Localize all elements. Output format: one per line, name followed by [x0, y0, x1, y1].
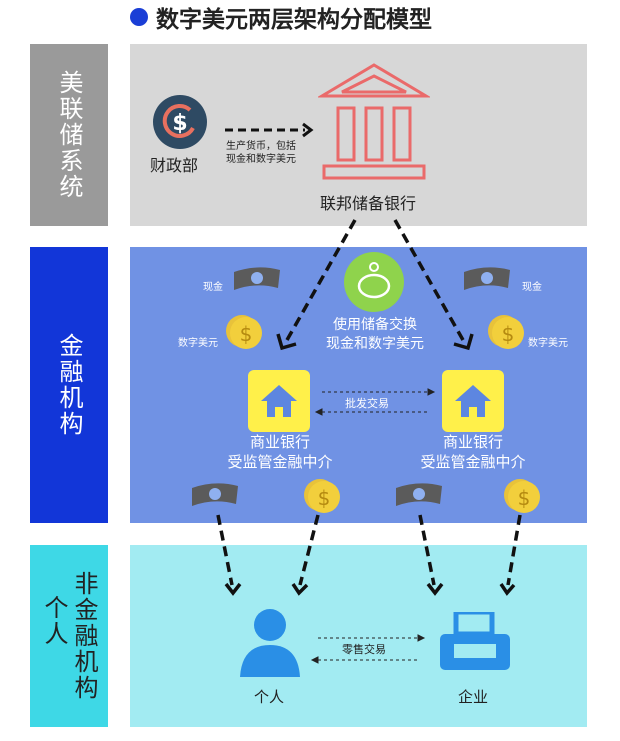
nonfinancial-panel [130, 545, 587, 727]
issue-line2: 现金和数字美元 [226, 154, 296, 165]
bank-line2: 受监管金融中介 [227, 453, 333, 471]
issue-text: 生产货币，包括现金和数字美元 [226, 140, 296, 166]
treasury-label: 财政部 [150, 156, 199, 175]
federal-reserve-bank-label: 联邦储备银行 [320, 194, 417, 213]
tier-nonfinancial-label: 个人 非金融机构 [30, 545, 108, 727]
svg-text:$: $ [318, 486, 331, 510]
business-fax-icon [440, 609, 512, 676]
digital-label-left: 数字美元 [178, 338, 218, 349]
cash-bill-icon [394, 480, 444, 512]
treasury-icon: $ [153, 95, 207, 153]
house-icon [455, 385, 491, 417]
commercial-bank-icon-right [442, 370, 504, 432]
cash-label-left: 现金 [203, 282, 223, 293]
cash-bill-icon [232, 264, 282, 296]
bank-line2: 受监管金融中介 [420, 453, 526, 471]
commercial-bank-icon-left [248, 370, 310, 432]
tier-individual-text: 个人 [40, 595, 68, 647]
commercial-bank-label-right: 商业银行受监管金融中介 [403, 432, 543, 472]
cash-bill-icon [190, 480, 240, 512]
page-title: 数字美元两层架构分配模型 [130, 0, 432, 34]
coin-icon: $ [486, 312, 526, 356]
issue-arrow [225, 122, 315, 142]
exchange-text: 使用储备交换现金和数字美元 [315, 316, 435, 354]
tier-fed-label: 美联储系统 [30, 44, 108, 226]
svg-text:$: $ [502, 322, 515, 346]
coin-icon: $ [302, 476, 342, 520]
tier-fed-text: 美联储系统 [55, 70, 83, 200]
tier-nonfinancial-text: 非金融机构 [70, 571, 98, 701]
svg-text:$: $ [240, 322, 253, 346]
bank-line1: 商业银行 [442, 433, 503, 451]
coin-icon: $ [224, 312, 264, 356]
svg-text:$: $ [518, 486, 531, 510]
house-icon [261, 385, 297, 417]
retail-label: 零售交易 [342, 643, 386, 656]
business-label: 企业 [458, 688, 489, 706]
svg-text:$: $ [172, 111, 187, 136]
cash-bill-icon [462, 264, 512, 296]
bullet-dot [130, 8, 148, 26]
federal-reserve-bank-icon [316, 62, 432, 186]
person-icon [238, 605, 302, 681]
commercial-bank-label-left: 商业银行受监管金融中介 [210, 432, 350, 472]
piggy-bank-icon [344, 252, 404, 316]
exchange-line2: 现金和数字美元 [326, 336, 424, 352]
tier-financial-label: 金融机构 [30, 247, 108, 523]
digital-label-right: 数字美元 [528, 338, 568, 349]
coin-icon: $ [502, 476, 542, 520]
person-label: 个人 [254, 688, 285, 706]
exchange-line1: 使用储备交换 [333, 317, 417, 333]
cash-label-right: 现金 [522, 282, 542, 293]
bank-line1: 商业银行 [249, 433, 310, 451]
wholesale-label: 批发交易 [345, 397, 389, 410]
issue-line1: 生产货币，包括 [226, 141, 296, 152]
title-text: 数字美元两层架构分配模型 [156, 7, 432, 33]
tier-financial-text: 金融机构 [55, 333, 83, 437]
